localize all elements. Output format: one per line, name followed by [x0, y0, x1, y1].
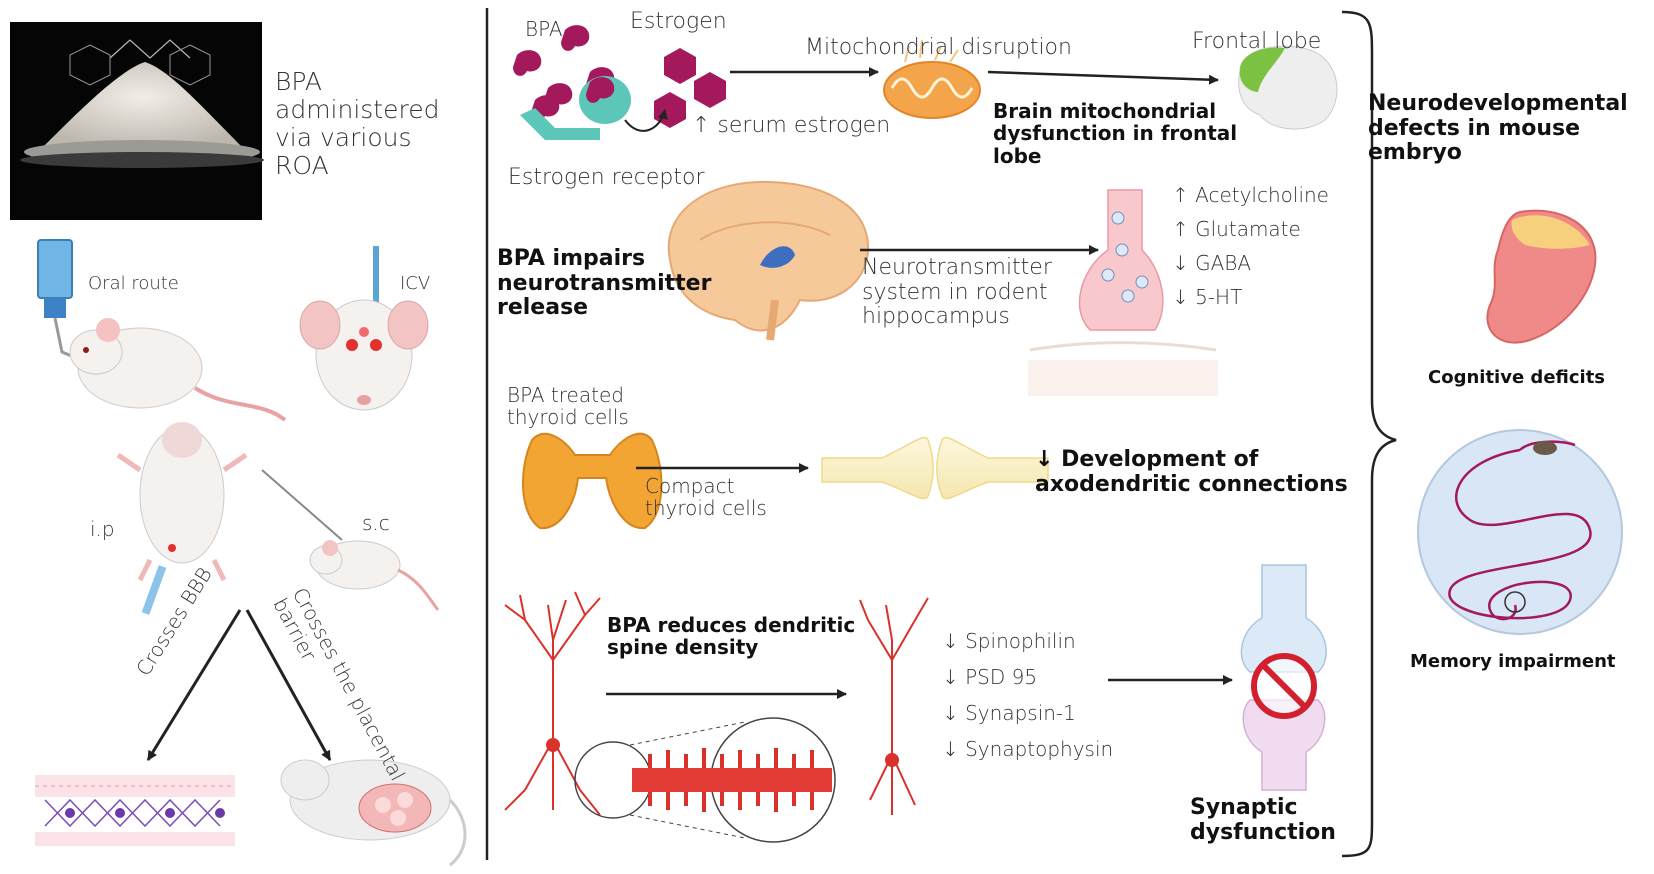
brain-mito-dysfunction-label: Brain mitochondrial dysfunction in front… [993, 99, 1238, 168]
neurotransmitter-system-label: Neurotransmitter system in rodent hippoc… [862, 255, 1052, 330]
thyroid-gland-icon [522, 432, 663, 530]
frontal-lobe-label: Frontal lobe [1192, 29, 1322, 54]
marker-psd95: ↓ PSD 95 [942, 665, 1038, 689]
marker-acetylcholine: ↑ Acetylcholine [1172, 183, 1329, 207]
synaptic-dysfunction-label: Synaptic dysfunction [1190, 795, 1336, 845]
bpa-treated-thyroid-label: BPA treated thyroid cells [507, 383, 629, 430]
oral-route-label: Oral route [88, 273, 179, 294]
estrogen-label: Estrogen [630, 9, 727, 34]
axodendritic-development-label: ↓ Development of axodendritic connection… [1035, 447, 1348, 497]
mito-to-frontal-arrow [987, 70, 1219, 85]
synapse-vesicle-icon [1028, 189, 1218, 396]
sc-label: s.c [362, 511, 390, 535]
ip-label: i.p [90, 517, 115, 541]
marker-gaba: ↓ GABA [1172, 251, 1252, 275]
marker-glutamate: ↑ Glutamate [1172, 217, 1301, 241]
axodendritic-bone-icon [821, 436, 1049, 500]
neuron-left-icon [504, 591, 601, 816]
estrogen-receptor-shape [520, 76, 631, 140]
mitochondrial-disruption-label: Mitochondrial disruption [805, 35, 1072, 60]
dendrite-zoom-icon [574, 717, 836, 843]
serum-estrogen-label: ↑ serum estrogen [692, 113, 891, 138]
cognitive-deficits-label: Cognitive deficits [1428, 367, 1606, 388]
oral-route-illustration [37, 239, 287, 422]
compact-thyroid-label: Compact thyroid cells [645, 474, 767, 521]
receptor-curve-arrow [624, 109, 668, 132]
marker-synapsin1: ↓ Synapsin-1 [942, 701, 1076, 725]
summary-brace [1341, 10, 1397, 858]
neurodevelopmental-defects-title: Neurodevelopmental defects in mouse embr… [1368, 91, 1628, 166]
frontal-lobe-brain-icon [1238, 45, 1338, 130]
mouse-embryo-icon [1486, 209, 1597, 344]
ip-injection-illustration [116, 422, 248, 615]
crosses-placental-arrow [245, 609, 332, 761]
marker-spinophilin: ↓ Spinophilin [942, 629, 1076, 653]
crosses-bbb-arrow [146, 609, 242, 761]
bpa-dendritic-spine-title: BPA reduces dendritic spine density [607, 613, 856, 660]
brain-sagittal-icon [667, 180, 870, 341]
bpa-powder-photo [10, 22, 264, 220]
pregnant-mouse-illustration [280, 759, 467, 867]
bpa-label: BPA [525, 17, 563, 41]
bpa-administration-label: BPA administered via various ROA [275, 67, 440, 180]
marker-synaptophysin: ↓ Synaptophysin [942, 737, 1114, 761]
icv-illustration [299, 246, 429, 411]
marker-5ht: ↓ 5-HT [1172, 285, 1243, 309]
memory-maze-icon [1417, 429, 1623, 635]
sc-injection-illustration [261, 469, 440, 611]
memory-impairment-label: Memory impairment [1410, 651, 1616, 672]
icv-label: ICV [400, 273, 431, 294]
estrogen-receptor-label: Estrogen receptor [508, 165, 705, 190]
bpa-neurotransmitter-title: BPA impairs neurotransmitter release [497, 246, 712, 321]
mitochondria-icon [883, 39, 981, 119]
neuron-right-icon [859, 597, 929, 815]
synaptic-dysfunction-icon [1240, 564, 1327, 791]
bbb-illustration [35, 775, 235, 846]
